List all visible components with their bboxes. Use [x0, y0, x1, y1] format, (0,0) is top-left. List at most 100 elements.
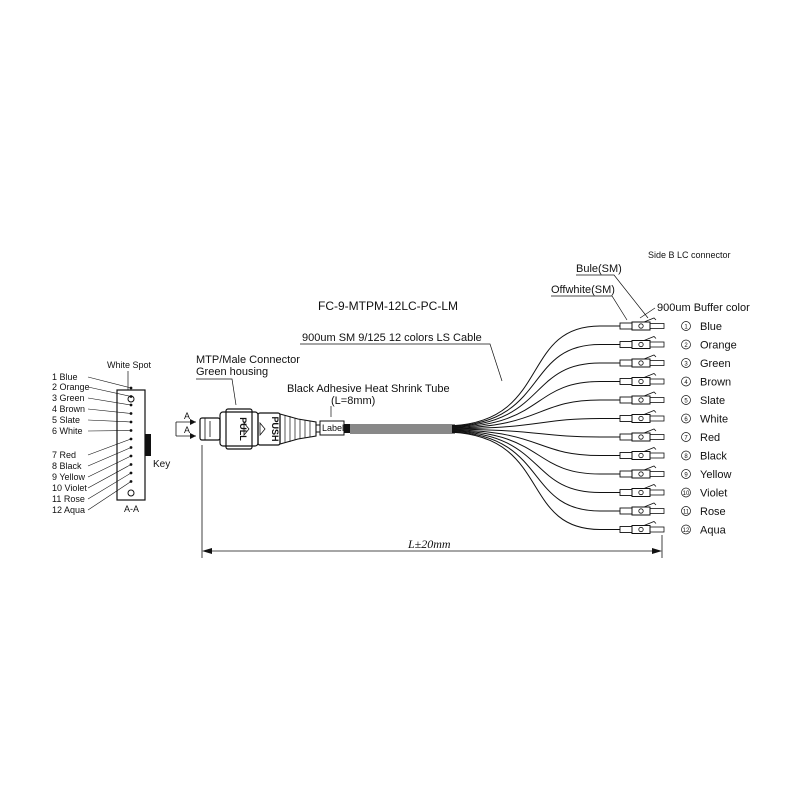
fiber-number: 6 [684, 417, 688, 423]
heat-shrink-tube [344, 424, 350, 433]
fiber-line [451, 362, 620, 428]
fiber-number: 5 [684, 399, 688, 405]
fiber-position-label: 11 Rose [52, 494, 85, 504]
lc-connector [619, 447, 665, 460]
lc-boot [619, 359, 633, 367]
lc-connector [619, 410, 665, 423]
lc-ferrule [649, 360, 665, 366]
lc-boot [619, 526, 633, 533]
lc-ferrule [649, 397, 665, 403]
bule-leader [576, 274, 649, 319]
lc-ferrule-ring [638, 360, 644, 366]
fiber-number: 2 [684, 343, 688, 349]
lc-connector [619, 521, 665, 534]
fiber-position-dot [129, 386, 133, 390]
lc-connector [619, 502, 665, 516]
fiber-number-circle [681, 376, 691, 387]
fiber-color-name: Yellow [700, 469, 731, 481]
fiber-position-label: 9 Yellow [52, 472, 86, 482]
lc-ferrule [649, 489, 665, 496]
lc-ferrule [649, 508, 665, 514]
lc-latch [643, 410, 657, 415]
fiber-color-name: Brown [700, 377, 731, 389]
mtp-pull-sleeve [225, 408, 253, 450]
fiber-number: 7 [684, 436, 688, 442]
lc-connector [619, 428, 665, 442]
fiber-position-label: 4 Brown [52, 404, 85, 414]
lc-body [631, 377, 651, 386]
lc-latch [643, 484, 657, 489]
fiber-color-name: White [700, 414, 728, 426]
fiber-position-label: 7 Red [52, 450, 76, 460]
diagram-title: FC-9-MTPM-12LC-PC-LM [318, 299, 458, 313]
fiber-line [451, 430, 620, 475]
shrink-tube-label-line2: (L=8mm) [331, 395, 375, 407]
fiber-number-circle [681, 469, 691, 479]
lc-latch [643, 502, 657, 508]
pull-text: PULL [238, 417, 248, 441]
fiber-line [451, 381, 620, 428]
lc-body [631, 432, 651, 442]
lc-latch [643, 354, 657, 360]
key-label: Key [153, 459, 170, 470]
fiber-position-dot [129, 412, 133, 415]
shrink-tube-label-line1: Black Adhesive Heat Shrink Tube [287, 383, 450, 395]
section-label: A-A [124, 504, 139, 514]
fiber-position-dot [129, 463, 133, 466]
lc-latch [643, 447, 657, 452]
offwhite-leader [551, 295, 628, 321]
fiber-position-dot [129, 471, 133, 475]
fiber-line [451, 429, 620, 456]
fiber-number: 10 [683, 491, 690, 497]
fiber-number: 11 [683, 510, 690, 516]
key-block [145, 434, 151, 456]
lc-body [631, 414, 651, 423]
fiber-position-label: 10 Violet [52, 483, 87, 493]
fiber-number-circle [681, 487, 691, 498]
fiber-position-label: 12 Aqua [52, 505, 85, 515]
white-spot-hole-bottom [127, 489, 135, 497]
lc-body [631, 525, 651, 534]
lc-boot [619, 507, 633, 515]
connector-label-line2: Green housing [196, 366, 268, 378]
fiber-position-dot [129, 454, 133, 458]
lc-ferrule-ring [638, 341, 644, 348]
dimension-label: L±20mm [407, 537, 451, 551]
fiber-position-dot [129, 429, 133, 432]
fiber-position-leader [87, 455, 132, 478]
lc-ferrule-ring [638, 508, 644, 514]
fiber-position-label: 3 Green [52, 393, 85, 403]
fiber-number-circle [681, 450, 691, 461]
fiber-color-name: Orange [700, 340, 737, 352]
section-marker-bottom: A [184, 425, 190, 435]
lc-ferrule [649, 341, 665, 348]
fiber-position-leader [87, 408, 132, 414]
lc-latch [643, 336, 657, 341]
lc-ferrule-ring [638, 378, 644, 385]
lc-boot [619, 433, 633, 441]
fiber-number-circle [681, 321, 691, 331]
fiber-position-leader [87, 386, 132, 397]
lc-body [631, 506, 651, 516]
fiber-position-leader [87, 419, 132, 423]
fiber-position-dot [129, 403, 133, 407]
lc-ferrule [649, 415, 665, 422]
lc-ferrule [649, 526, 665, 533]
fiber-number-circle [681, 339, 691, 350]
lc-latch [643, 317, 657, 323]
lc-ferrule [649, 434, 665, 440]
lc-ferrule-ring [638, 434, 644, 440]
fiber-position-label: 1 Blue [52, 372, 78, 382]
offwhite-label: Offwhite(SM) [551, 284, 615, 296]
mtp-connector: PULL PUSH Label [199, 408, 350, 450]
lc-ferrule-ring [638, 489, 644, 496]
fiber-position-leader [87, 464, 132, 489]
fiber-position-leader [87, 472, 132, 500]
cable-bundle [350, 424, 460, 434]
lc-connector [619, 373, 665, 386]
end-face-body [116, 389, 146, 501]
bule-label: Bule(SM) [576, 263, 622, 275]
